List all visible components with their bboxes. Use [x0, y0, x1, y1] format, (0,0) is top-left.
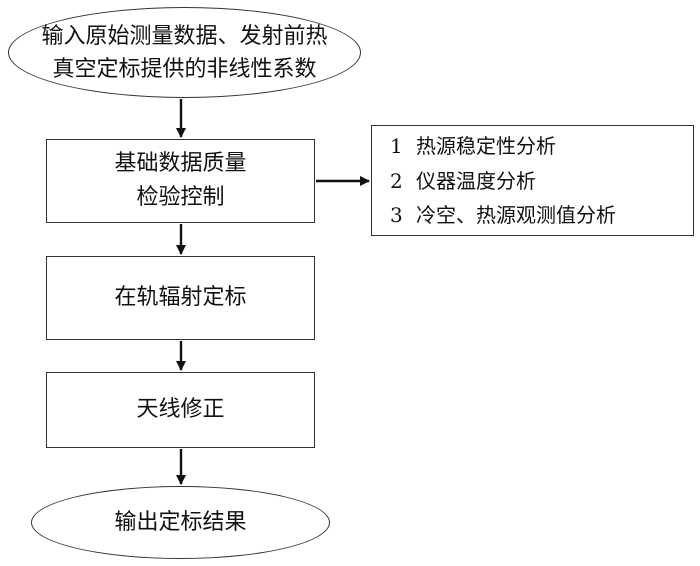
analysis-item: 2 仪器温度分析 [390, 164, 693, 199]
analysis-item-number: 2 [390, 168, 403, 193]
antenna-correction-step: 天线修正 [46, 372, 315, 448]
end-label: 输出定标结果 [114, 509, 247, 535]
start-line-2: 真空定标提供的非线性系数 [52, 56, 317, 82]
analysis-list-box: 1 热源稳定性分析 2 仪器温度分析 3 冷空、热源观测值分析 [371, 125, 694, 236]
calibration-step: 在轨辐射定标 [46, 256, 315, 340]
antenna-label: 天线修正 [136, 397, 225, 422]
analysis-item-text: 热源稳定性分析 [416, 134, 556, 158]
start-line-1: 输入原始测量数据、发射前热 [41, 23, 328, 49]
analysis-item-text: 冷空、热源观测值分析 [416, 203, 616, 227]
analysis-item: 3 冷空、热源观测值分析 [390, 198, 693, 233]
analysis-item-text: 仪器温度分析 [416, 168, 536, 193]
quality-check-line-1: 基础数据质量 [114, 151, 247, 176]
end-terminal: 输出定标结果 [31, 486, 330, 559]
quality-check-step: 基础数据质量 检验控制 [46, 139, 315, 223]
analysis-item: 1 热源稳定性分析 [390, 129, 693, 164]
quality-check-line-2: 检验控制 [136, 185, 225, 210]
analysis-item-number: 1 [390, 134, 403, 158]
start-terminal: 输入原始测量数据、发射前热 真空定标提供的非线性系数 [8, 7, 361, 98]
analysis-item-number: 3 [390, 203, 403, 227]
calibration-label: 在轨辐射定标 [114, 285, 247, 310]
